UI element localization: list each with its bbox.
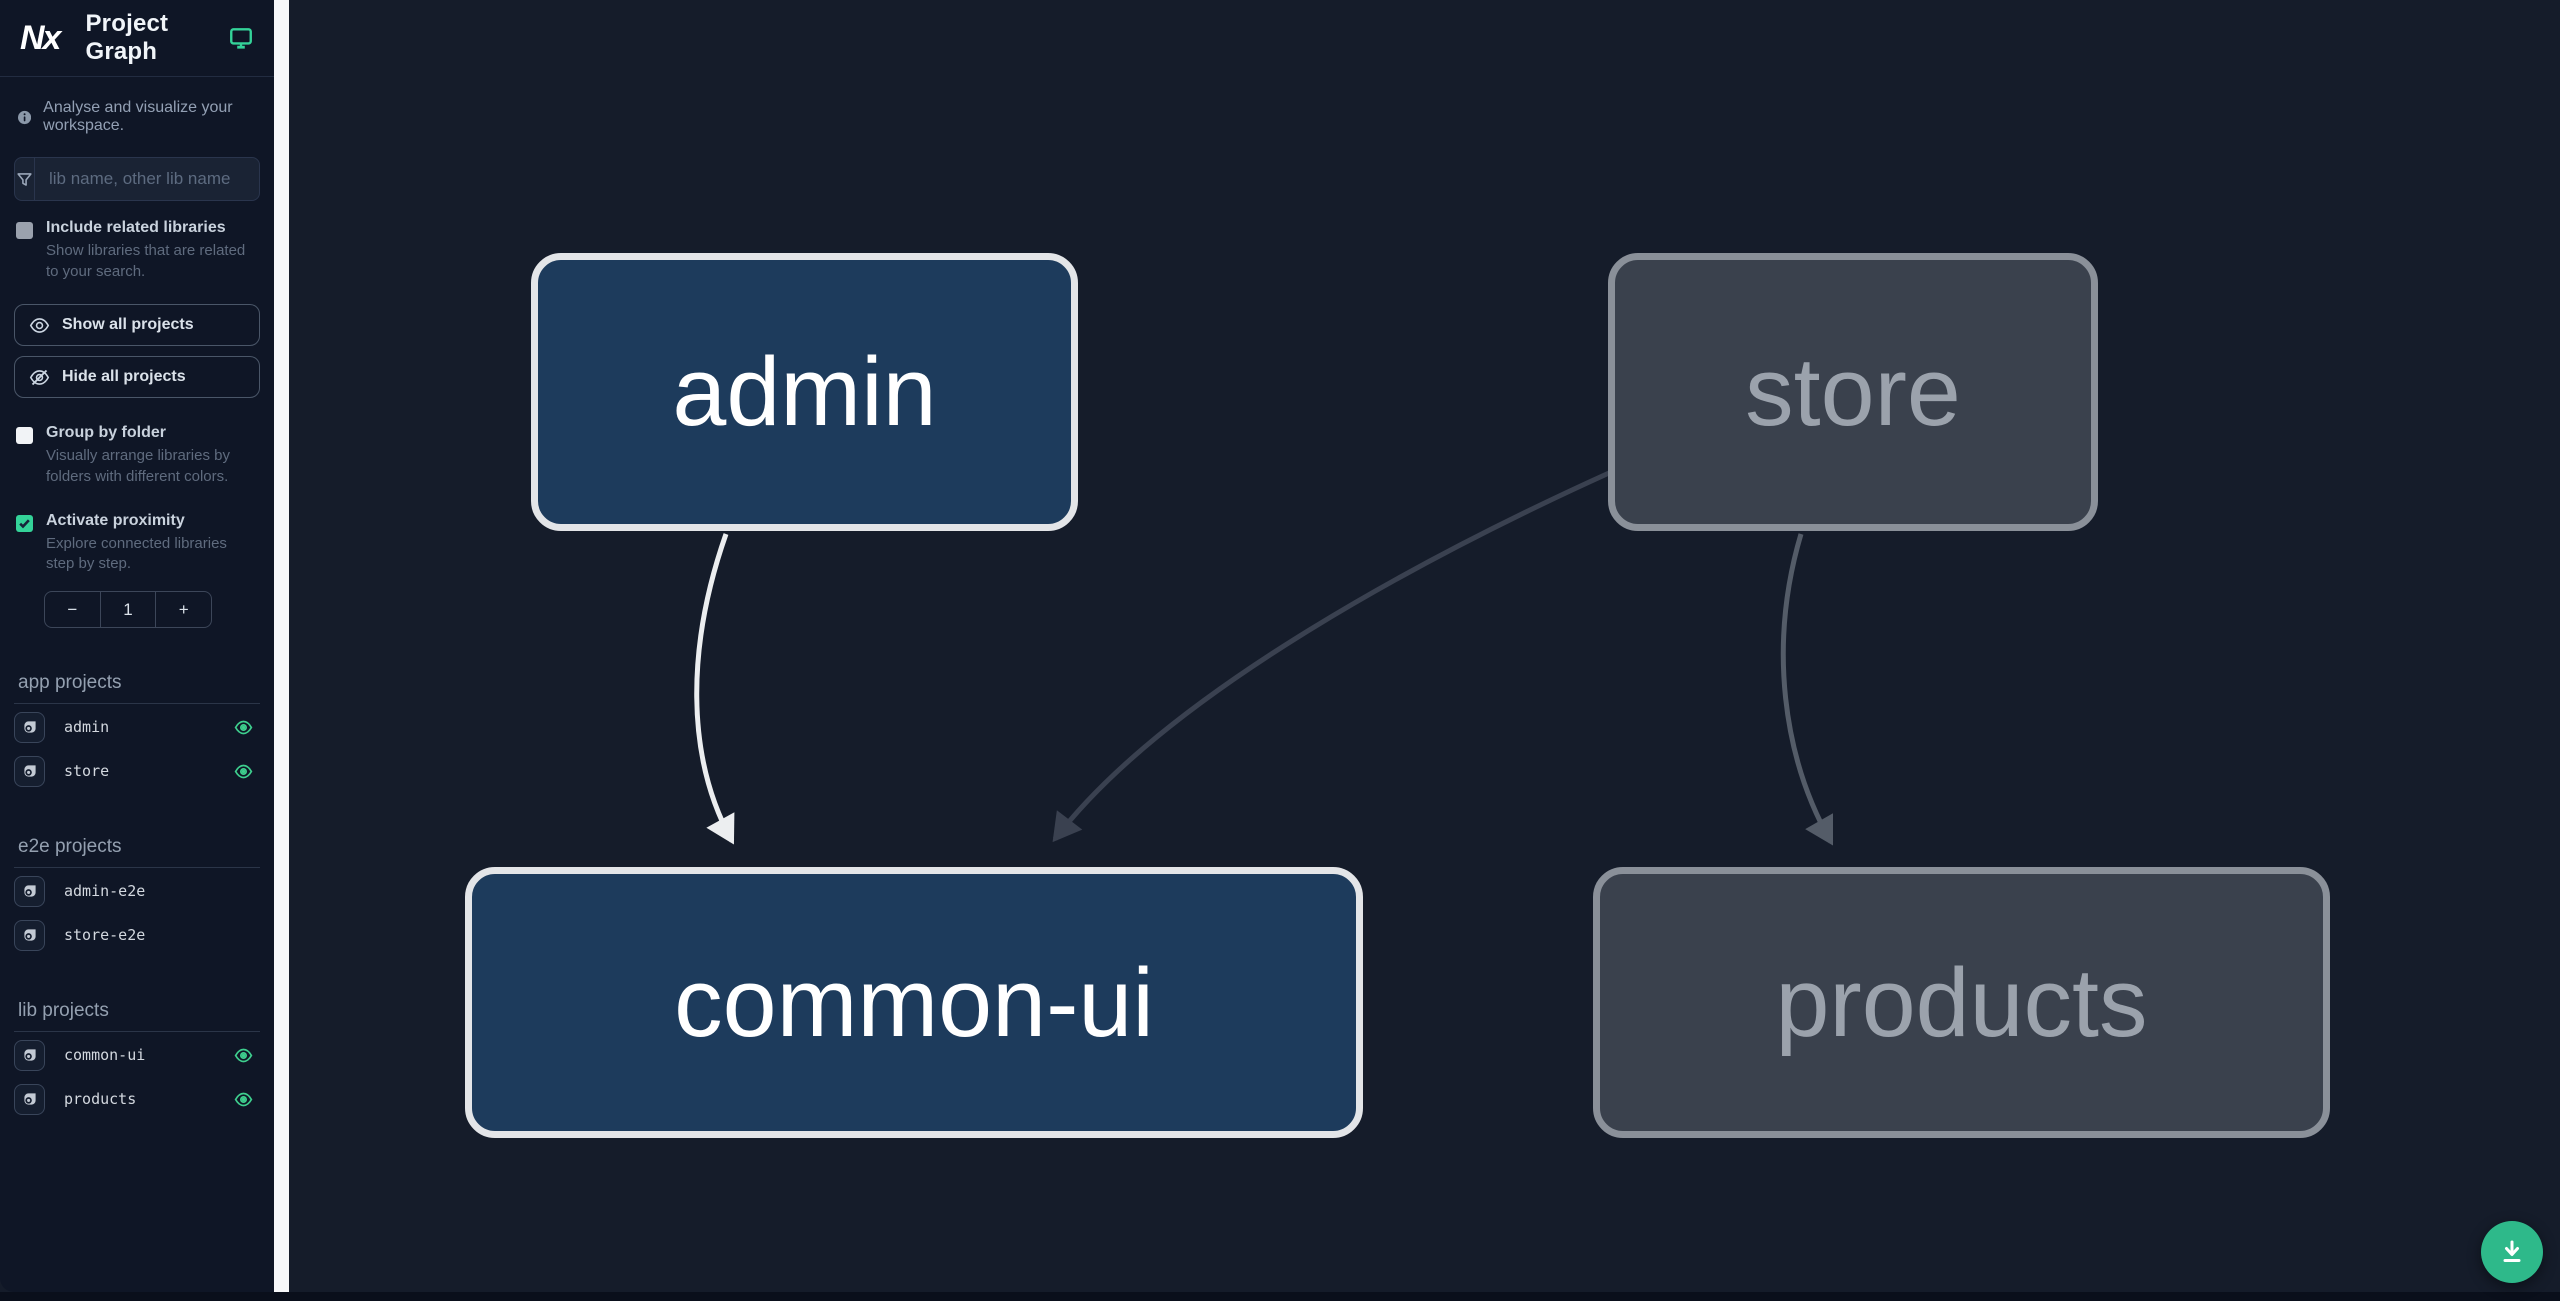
project-name[interactable]: products <box>64 1090 137 1109</box>
section-lib-projects: lib projects common-ui <box>14 1000 260 1120</box>
info-icon <box>18 110 32 124</box>
project-name[interactable]: common-ui <box>64 1046 146 1065</box>
project-row-store: store <box>14 750 260 792</box>
nx-logo: Nx <box>20 18 61 57</box>
graph-node-store[interactable]: store <box>1608 253 2098 531</box>
project-filter <box>14 157 260 201</box>
project-row-admin-e2e: admin-e2e <box>14 870 260 912</box>
download-image-button[interactable] <box>2481 1221 2543 1283</box>
project-name[interactable]: store <box>64 762 110 781</box>
node-label: store <box>1745 337 1961 446</box>
project-visible-eye-icon[interactable] <box>233 761 254 782</box>
proximity-decrement-button[interactable]: − <box>67 599 78 619</box>
section-e2e-projects: e2e projects admin-e2e store-e2e <box>14 836 260 956</box>
project-name[interactable]: admin <box>64 718 110 737</box>
toggle-description: Visually arrange libraries by folders wi… <box>46 447 230 486</box>
toggle-include-related: Include related libraries Show libraries… <box>16 219 258 282</box>
toggle-description: Show libraries that are related to your … <box>46 242 246 280</box>
focus-project-button[interactable] <box>14 1083 45 1115</box>
checkbox-group-by-folder[interactable] <box>16 427 33 445</box>
show-all-projects-label: Show all projects <box>62 316 194 334</box>
checkbox-activate-proximity[interactable] <box>16 514 33 532</box>
project-pin-icon <box>23 765 36 777</box>
monitor-icon[interactable] <box>228 24 254 52</box>
graph-node-products[interactable]: products <box>1593 867 2330 1138</box>
node-label: products <box>1775 947 2148 1057</box>
project-pin-icon <box>23 929 36 941</box>
edge-admin-common-ui <box>694 533 735 845</box>
project-row-store-e2e: store-e2e <box>14 914 260 956</box>
focus-project-button[interactable] <box>14 1039 45 1071</box>
proximity-increment-button[interactable]: + <box>155 592 211 628</box>
section-app-projects: app projects admin <box>14 672 260 792</box>
horizontal-scrollbar-track[interactable] <box>0 1292 2560 1301</box>
toggle-label: Include related libraries <box>46 219 226 236</box>
tagline-text: Analyse and visualize your workspace. <box>43 99 233 134</box>
project-row-products: products <box>14 1078 260 1120</box>
project-pin-icon <box>23 885 36 897</box>
focus-project-button[interactable] <box>14 711 45 743</box>
graph-node-admin[interactable]: admin <box>531 253 1078 531</box>
dependency-edges <box>694 470 1834 846</box>
sidebar: Nx Project Graph Analyse and visualize y… <box>0 0 274 1292</box>
graph-node-common-ui[interactable]: common-ui <box>465 867 1363 1138</box>
check-icon <box>19 519 30 529</box>
project-name[interactable]: admin-e2e <box>64 882 146 901</box>
edge-store-common-ui <box>1052 470 1611 843</box>
proximity-stepper: − 1 + <box>44 591 212 629</box>
toggle-label: Group by folder <box>46 424 166 442</box>
eye-icon <box>29 318 50 333</box>
section-title: lib projects <box>14 1000 260 1033</box>
hide-all-projects-button[interactable]: Hide all projects <box>14 356 260 399</box>
focus-project-button[interactable] <box>14 755 45 787</box>
section-title: e2e projects <box>14 836 260 869</box>
node-label: admin <box>672 337 937 446</box>
project-visible-eye-icon[interactable] <box>233 717 254 738</box>
project-name[interactable]: store-e2e <box>64 926 146 945</box>
toggle-group-by-folder: Group by folder Visually arrange librari… <box>16 424 258 487</box>
project-row-common-ui: common-ui <box>14 1034 260 1076</box>
section-title: app projects <box>14 672 260 705</box>
checkbox-include-related[interactable] <box>16 222 33 239</box>
show-all-projects-button[interactable]: Show all projects <box>14 304 260 347</box>
sidebar-scrollbar-gutter[interactable] <box>274 0 289 1292</box>
focus-project-button[interactable] <box>14 919 45 951</box>
toggle-label: Activate proximity <box>46 511 185 529</box>
focus-project-button[interactable] <box>14 875 45 907</box>
project-row-admin: admin <box>14 706 260 748</box>
graph-canvas[interactable]: admin store common-ui products <box>289 0 2560 1292</box>
funnel-icon <box>15 158 35 200</box>
sidebar-header: Nx Project Graph <box>0 0 274 77</box>
toggle-description: Explore connected libraries step by step… <box>46 534 227 573</box>
download-icon <box>2503 1240 2521 1262</box>
hide-all-projects-label: Hide all projects <box>62 368 186 386</box>
eye-slash-icon <box>29 369 50 386</box>
toggle-activate-proximity: Activate proximity Explore connected lib… <box>16 512 258 575</box>
project-pin-icon <box>23 1093 36 1105</box>
filter-input[interactable] <box>35 158 259 200</box>
project-visible-eye-icon[interactable] <box>233 1045 254 1066</box>
project-visible-eye-icon[interactable] <box>233 1089 254 1110</box>
edge-store-products <box>1780 533 1834 846</box>
project-pin-icon <box>23 1049 36 1061</box>
workspace-tagline: Analyse and visualize your workspace. <box>0 77 274 135</box>
page-title: Project Graph <box>85 10 169 65</box>
proximity-value[interactable]: 1 <box>99 592 156 628</box>
project-pin-icon <box>23 721 36 733</box>
node-label: common-ui <box>674 947 1154 1057</box>
